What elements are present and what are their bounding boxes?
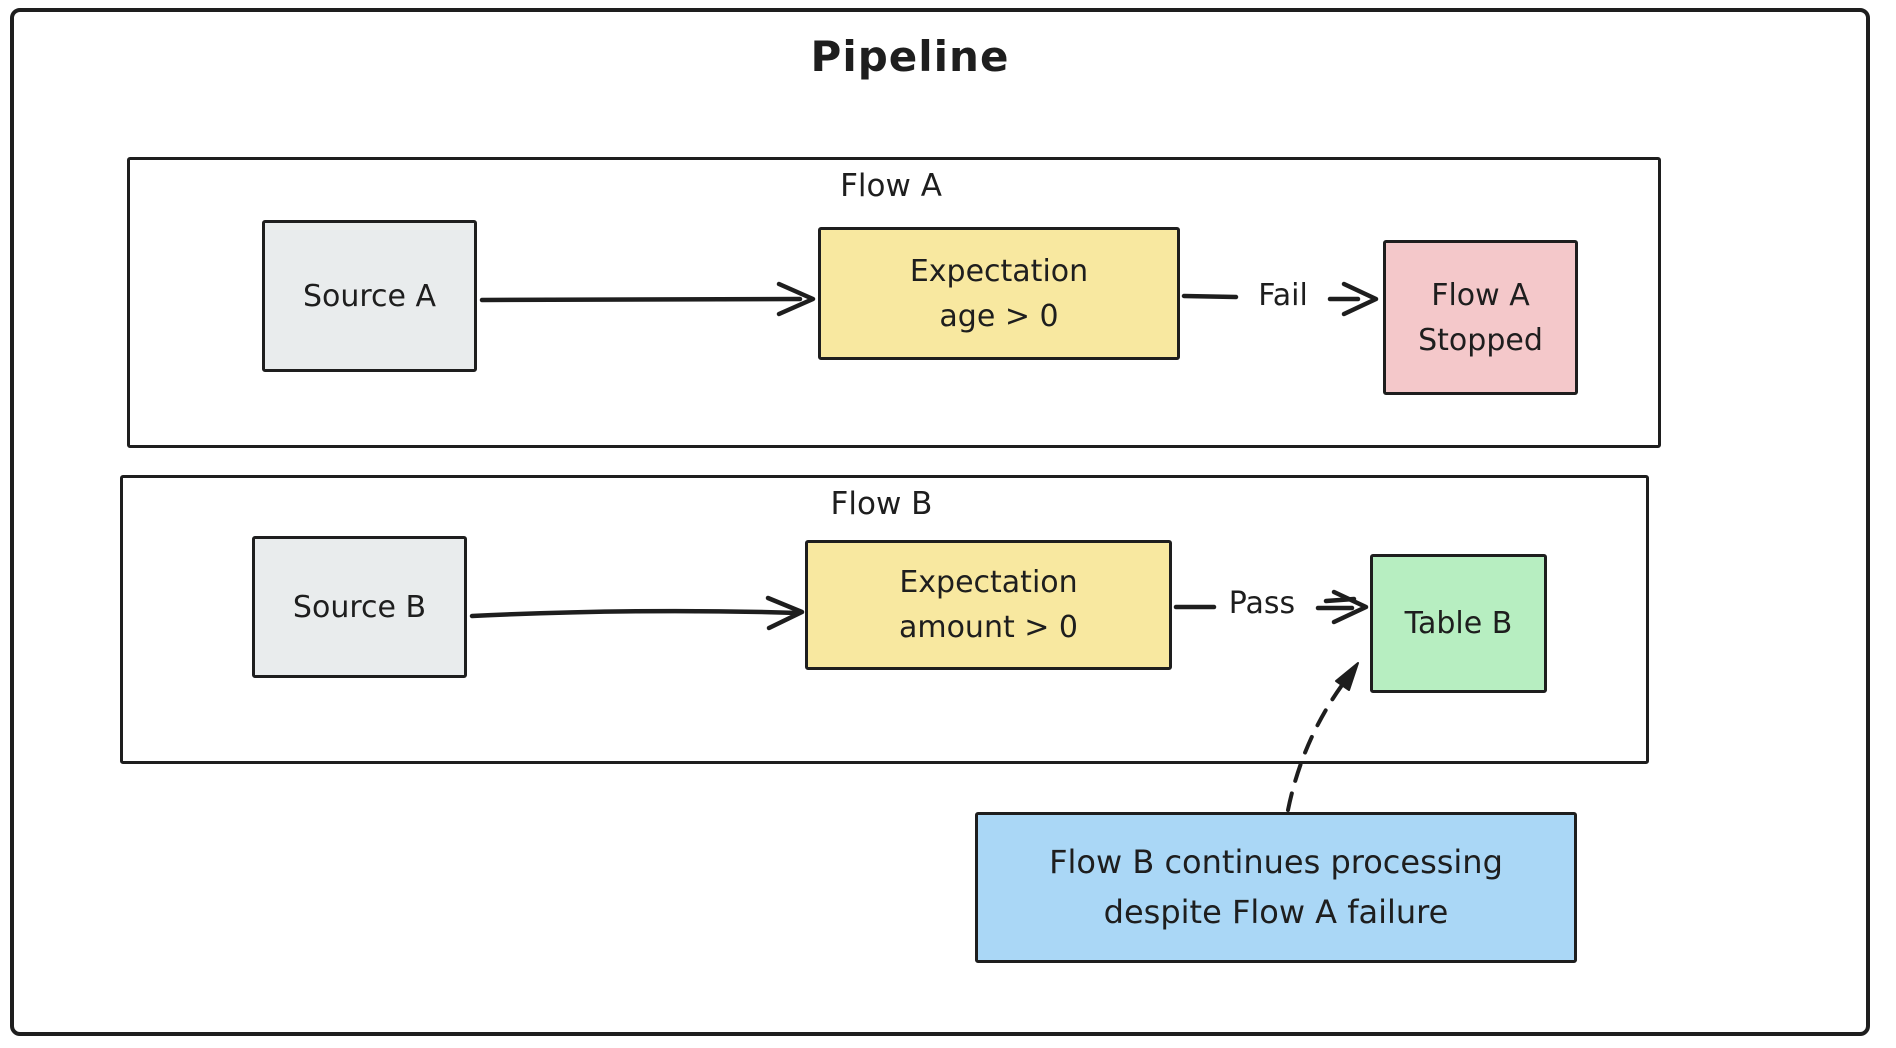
flow-b-frame	[120, 475, 1649, 764]
node-expectation-b: Expectation amount > 0	[805, 540, 1172, 670]
node-flow-a-stopped: Flow A Stopped	[1383, 240, 1578, 395]
node-flow-a-stopped-line2: Stopped	[1418, 322, 1543, 358]
note-line1: Flow B continues processing	[1049, 842, 1503, 881]
node-source-b: Source B	[252, 536, 467, 678]
node-table-b-label: Table B	[1404, 606, 1513, 641]
note-box: Flow B continues processing despite Flow…	[975, 812, 1577, 963]
node-source-a: Source A	[262, 220, 477, 372]
flow-a-frame	[127, 157, 1661, 448]
edge-label-pass: Pass	[1216, 586, 1308, 621]
node-expectation-a-line1: Expectation	[909, 253, 1089, 289]
diagram-title: Pipeline	[810, 32, 1010, 81]
flow-b-label: Flow B	[830, 486, 933, 522]
edge-label-fail: Fail	[1238, 278, 1328, 313]
note-line2: despite Flow A failure	[1103, 892, 1449, 931]
node-expectation-a: Expectation age > 0	[818, 227, 1180, 360]
node-source-a-label: Source A	[302, 278, 437, 314]
node-expectation-b-line2: amount > 0	[898, 610, 1079, 645]
node-table-b: Table B	[1370, 554, 1547, 693]
node-flow-a-stopped-line1: Flow A	[1431, 277, 1530, 313]
flow-a-label: Flow A	[840, 168, 942, 204]
node-source-b-label: Source B	[292, 589, 427, 625]
node-expectation-b-line1: Expectation	[899, 565, 1078, 600]
node-expectation-a-line2: age > 0	[939, 298, 1059, 334]
